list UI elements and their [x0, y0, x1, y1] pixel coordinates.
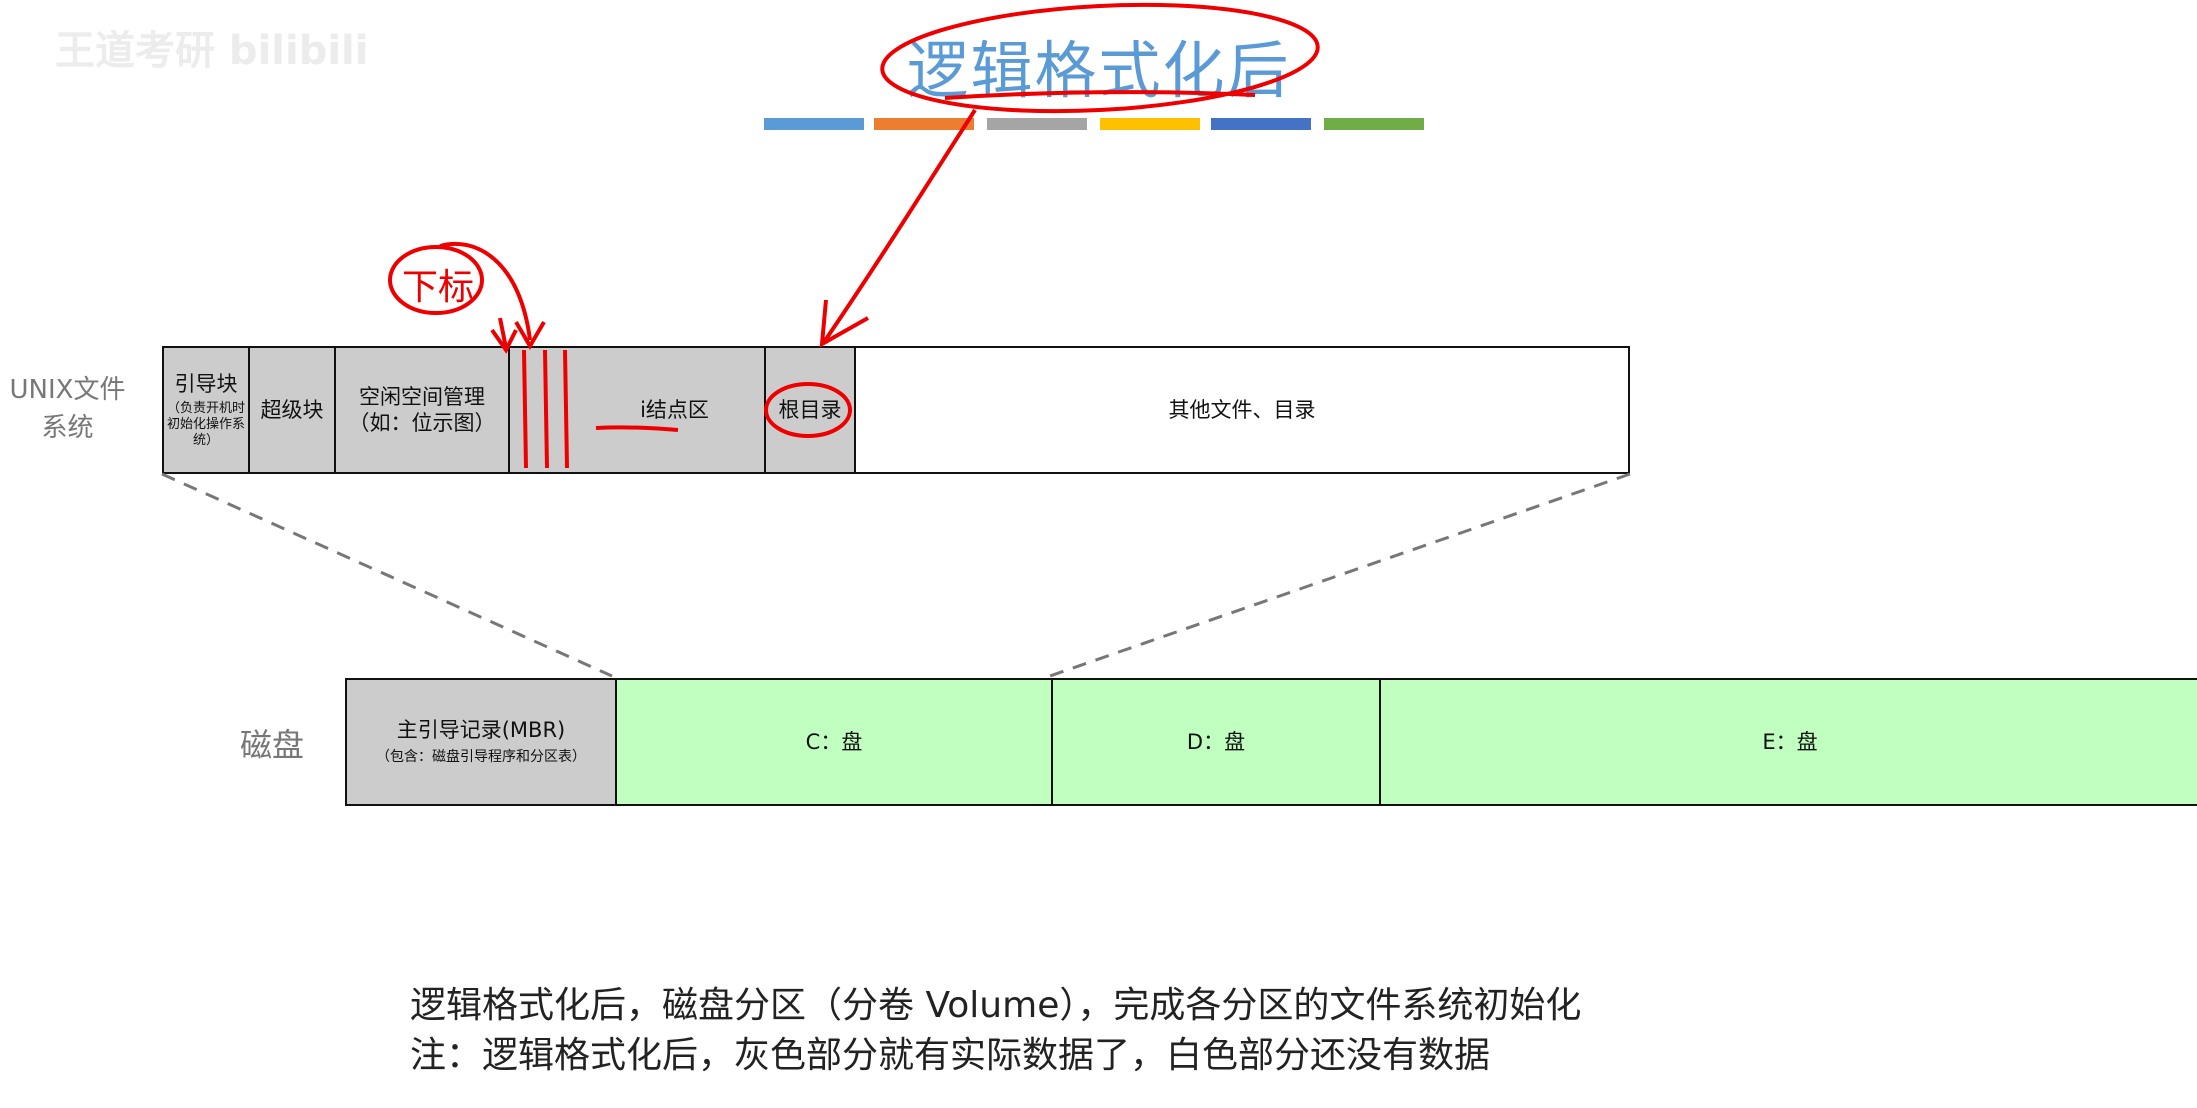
- caption-line2: 注：逻辑格式化后，灰色部分就有实际数据了，白色部分还没有数据: [410, 1035, 1491, 1076]
- inode-underline: [595, 425, 679, 432]
- subscript-arrow-2-head: [490, 328, 518, 354]
- caption-line1: 逻辑格式化后，磁盘分区（分卷 Volume），完成各分区的文件系统初始化: [410, 985, 1582, 1026]
- watermark-logo: 王道考研 bilibili: [55, 28, 369, 74]
- title-underline: [944, 90, 1256, 100]
- stripe-6: [1324, 118, 1424, 130]
- arrow-to-root-head: [819, 299, 869, 348]
- arrow-to-root: [822, 108, 977, 344]
- root-dir-circle: [764, 382, 852, 438]
- partition-c: C：盘: [617, 680, 1053, 804]
- inode-stroke-3: [563, 349, 569, 469]
- free-space-management: 空闲空间管理 （如：位示图）: [336, 348, 510, 472]
- connector-right-dashed: [1049, 472, 1631, 678]
- inode-area-label: i结点区: [640, 397, 709, 422]
- subscript-circle: [388, 245, 484, 315]
- stripe-2: [874, 118, 974, 130]
- unix-fs-layout: 引导块 （负责开机时初始化操作系统） 超级块 空闲空间管理 （如：位示图） i结…: [162, 346, 1630, 474]
- disk-label: 磁盘: [240, 726, 305, 764]
- free-space-line2: （如：位示图）: [348, 411, 496, 435]
- inode-stroke-2: [543, 349, 549, 469]
- stripe-5: [1211, 118, 1311, 130]
- mbr-desc: （包含：磁盘引导程序和分区表）: [376, 749, 586, 766]
- partition-e: E：盘: [1381, 680, 2197, 804]
- boot-block-desc: （负责开机时初始化操作系统）: [167, 400, 246, 449]
- stripe-3: [987, 118, 1087, 130]
- free-space-line1: 空闲空间管理: [359, 384, 485, 409]
- unix-fs-label-line1: UNIX文件: [9, 375, 126, 405]
- boot-block: 引导块 （负责开机时初始化操作系统）: [164, 348, 250, 472]
- superblock: 超级块: [250, 348, 336, 472]
- connector-left-dashed: [161, 472, 613, 678]
- unix-fs-label-line2: 系统: [41, 412, 94, 443]
- inode-stroke-1: [522, 349, 528, 469]
- stripe-4: [1100, 118, 1200, 130]
- subscript-arrow-1: [439, 241, 532, 341]
- subscript-arrow-1-head: [514, 320, 546, 350]
- partition-d: D：盘: [1053, 680, 1381, 804]
- disk-layout: 主引导记录(MBR) （包含：磁盘引导程序和分区表） C：盘 D：盘 E：盘: [345, 678, 2197, 806]
- subscript-annotation: 下标: [402, 267, 475, 308]
- subscript-arrow-2: [498, 317, 508, 349]
- mbr-title: 主引导记录(MBR): [396, 718, 566, 743]
- title-circle: [880, 2, 1320, 114]
- stripe-1: [764, 118, 864, 130]
- boot-block-title: 引导块: [174, 371, 238, 396]
- root-directory: 根目录: [766, 348, 856, 472]
- other-files-dirs: 其他文件、目录: [856, 348, 1628, 472]
- mbr-partition: 主引导记录(MBR) （包含：磁盘引导程序和分区表）: [347, 680, 617, 804]
- inode-area: i结点区: [510, 348, 766, 472]
- unix-fs-label: UNIX文件 系统: [0, 372, 135, 447]
